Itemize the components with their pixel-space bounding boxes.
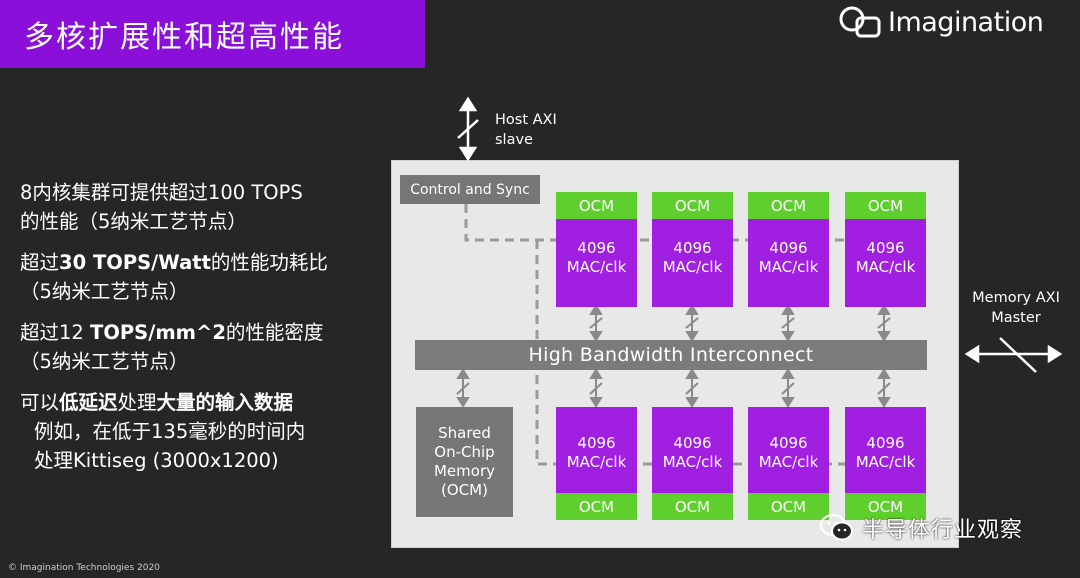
link-arrow-shared (456, 368, 470, 408)
ocm-label: OCM (845, 493, 926, 520)
wechat-icon (820, 514, 853, 541)
watermark-text: 半导体行业观察 (862, 518, 1024, 543)
slide-title-bar: 多核扩展性和超高性能 (0, 0, 425, 68)
bullet-1-line-1: 8内核集群可提供超过100 TOPS (20, 181, 303, 204)
bullet-4-line-1: 可以低延迟处理大量的输入数据 (20, 391, 294, 414)
host-axi-label: Host AXI slave (495, 112, 557, 148)
imagination-logo-icon (839, 6, 881, 38)
ocm-label: OCM (748, 192, 829, 219)
link-arrow-bottom-2 (685, 368, 699, 408)
link-arrow-top-1 (589, 304, 603, 342)
ocm-label: OCM (556, 192, 637, 219)
slide-title: 多核扩展性和超高性能 (24, 20, 344, 55)
copyright-notice: © Imagination Technologies 2020 (8, 563, 160, 573)
shared-on-chip-memory: Shared On-Chip Memory (OCM) (416, 407, 513, 517)
ocm-label: OCM (556, 493, 637, 520)
link-arrow-bottom-1 (589, 368, 603, 408)
link-arrow-bottom-4 (877, 368, 891, 408)
memory-axi-label: Memory AXI Master (972, 290, 1060, 326)
control-and-sync-block: Control and Sync (400, 175, 540, 204)
link-arrow-top-3 (781, 304, 795, 342)
ocm-label: OCM (748, 493, 829, 520)
bullet-list: 8内核集群可提供超过100 TOPS 的性能（5纳米工艺节点） 超过30 TOP… (20, 178, 390, 475)
high-bandwidth-interconnect: High Bandwidth Interconnect (415, 340, 927, 370)
link-arrow-top-2 (685, 304, 699, 342)
ocm-label: OCM (845, 192, 926, 219)
logo-text: Imagination (888, 6, 1044, 38)
bullet-2-line-1: 超过30 TOPS/Watt的性能功耗比 (20, 251, 328, 274)
ocm-label: OCM (652, 192, 733, 219)
bullet-1-line-2: 的性能（5纳米工艺节点） (20, 210, 247, 233)
wechat-watermark: 半导体行业观察 (820, 512, 1023, 544)
link-arrow-top-4 (877, 304, 891, 342)
link-arrow-bottom-3 (781, 368, 795, 408)
host-axi-arrow (457, 96, 479, 162)
ocm-label: OCM (652, 493, 733, 520)
core-link-arrows (456, 304, 891, 408)
memory-axi-arrow (964, 337, 1063, 373)
bullet-4-line-3: 处理Kittiseg (3000x1200) (34, 449, 279, 472)
bullet-3-line-2: （5纳米工艺节点） (20, 350, 189, 373)
bullet-4-line-2: 例如，在低于135毫秒的时间内 (34, 420, 306, 443)
imagination-logo: Imagination (838, 2, 1044, 42)
bullet-2-line-2: （5纳米工艺节点） (20, 280, 189, 303)
bullet-3-line-1: 超过12 TOPS/mm^2的性能密度 (20, 321, 324, 344)
